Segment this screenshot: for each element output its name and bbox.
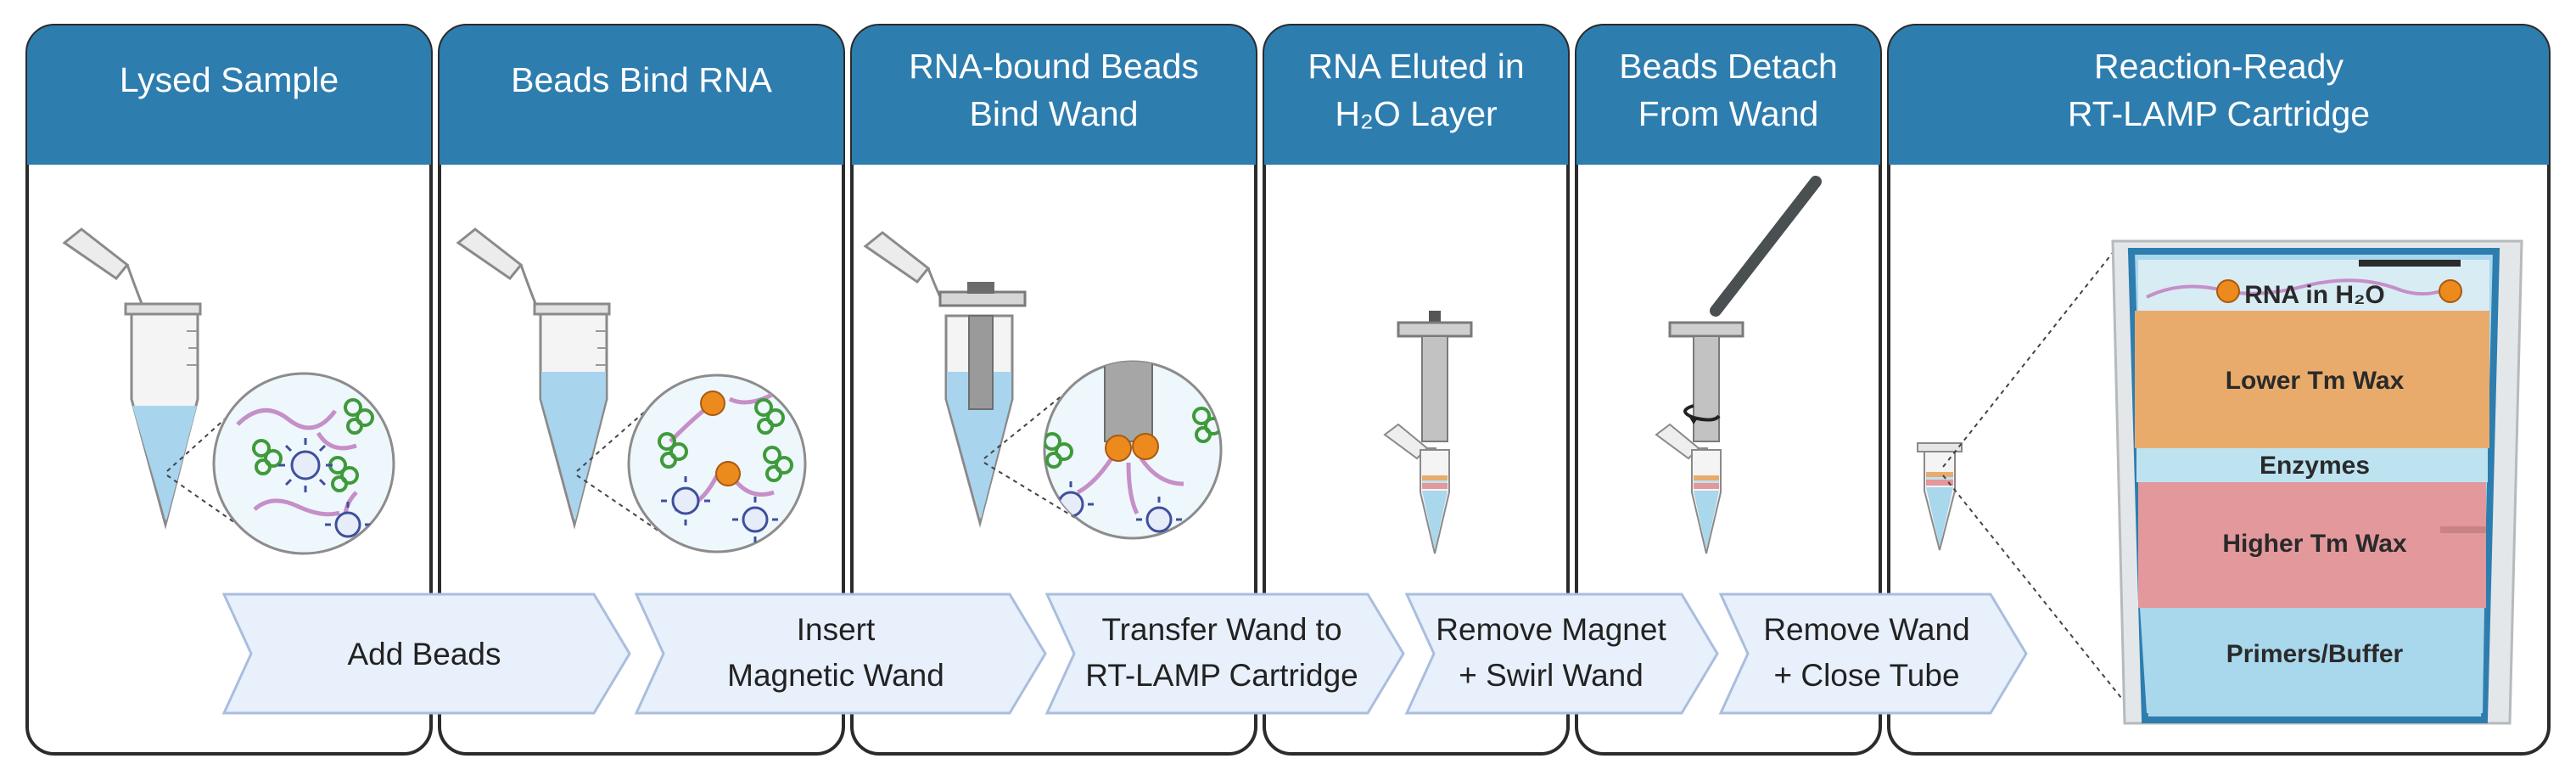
zoom-circle — [627, 374, 807, 553]
panel-header — [1889, 25, 2549, 165]
panel-title-line-1: RNA-bound Beads — [909, 47, 1199, 86]
microtube-icon — [863, 231, 1027, 528]
protein-icon — [344, 398, 374, 435]
layer-enzymes — [2136, 448, 2488, 482]
protein-icon — [763, 446, 793, 482]
layer-label-enzymes: Enzymes — [2260, 452, 2370, 480]
virus-icon — [278, 438, 333, 492]
bead-icon — [1132, 433, 1159, 460]
bead-icon — [700, 390, 725, 416]
panel-title-line-1: Reaction-Ready — [2094, 47, 2344, 86]
step-arrow-remove-wand: Remove Wand + Close Tube — [1718, 593, 2028, 715]
microtube-icon — [456, 228, 611, 530]
panel-beads-detach: Beads Detach From Wand — [1575, 24, 1882, 756]
wand-in-cartridge-icon — [1655, 321, 1744, 554]
protein-icon — [754, 398, 785, 435]
step-arrow-label: Add Beads — [347, 637, 501, 671]
rna-strand-icon — [1076, 457, 1114, 495]
layer-higher-tm-wax — [2138, 482, 2486, 608]
step-arrow-label-line-2: Magnetic Wand — [727, 658, 944, 693]
protein-icon — [1192, 407, 1221, 443]
rna-strand-icon — [253, 498, 340, 517]
protein-icon — [658, 432, 688, 469]
step-arrow-insert-wand: Insert Magnetic Wand — [634, 593, 1047, 715]
step-arrow-label-line-1: Remove Magnet — [1436, 612, 1666, 647]
panel-reaction-ready: Reaction-Ready RT-LAMP Cartridge R — [1887, 24, 2551, 756]
protein-icon — [252, 439, 283, 475]
protein-icon — [1044, 432, 1073, 469]
panel-rna-eluted: RNA Eluted in H₂O Layer — [1263, 24, 1570, 756]
step-arrow-add-beads: Add Beads — [221, 593, 631, 715]
step-arrow-label-line-1: Transfer Wand to — [1101, 612, 1341, 647]
microtube-icon — [62, 228, 202, 530]
layer-label-primers-buffer: Primers/Buffer — [2226, 640, 2404, 668]
panel-title-line-1: RNA Eluted in — [1308, 47, 1524, 86]
zoom-circle — [1043, 360, 1223, 540]
virus-icon — [1136, 497, 1182, 538]
cartridge-cross-section — [2111, 239, 2523, 725]
virus-icon — [661, 476, 710, 525]
step-arrow-transfer-wand: Transfer Wand to RT-LAMP Cartridge — [1044, 593, 1405, 715]
bead-icon — [2439, 279, 2462, 303]
panel-beads-bind-rna: Beads Bind RNA — [438, 24, 845, 756]
rna-strand-icon — [1126, 462, 1140, 515]
swirl-arrow-icon — [1683, 404, 1721, 422]
rna-strand-icon — [316, 431, 357, 451]
magnet-rod-icon — [1710, 176, 1822, 317]
rna-strand-icon — [236, 407, 338, 430]
bead-icon — [715, 461, 741, 486]
panel-title-line-2: Bind Wand — [969, 94, 1138, 133]
panel-title-line-2: From Wand — [1638, 94, 1819, 133]
zoom-guide — [166, 391, 255, 472]
zoom-guide — [983, 462, 1082, 522]
step-arrow-label-line-2: + Close Tube — [1773, 658, 1959, 693]
step-arrow-label-line-1: Remove Wand — [1763, 612, 1969, 647]
panel-title-line-2: H₂O Layer — [1335, 94, 1497, 133]
bead-icon — [2216, 279, 2240, 303]
panel-header — [27, 25, 431, 165]
zoom-circle — [212, 372, 395, 555]
panel-title-line-2: RT-LAMP Cartridge — [2068, 94, 2370, 133]
rna-strand-icon — [1139, 457, 1184, 486]
layer-lower-tm-wax — [2135, 311, 2489, 448]
panel-beads-bind-wand: RNA-bound Beads Bind Wand — [850, 24, 1257, 756]
step-arrow-label-line-1: Insert — [797, 612, 876, 647]
step-arrow-label-line-2: + Swirl Wand — [1459, 658, 1644, 693]
layer-label-lower-tm-wax: Lower Tm Wax — [2226, 367, 2405, 395]
layer-primers-buffer — [2140, 608, 2484, 713]
panel-title: Beads Bind RNA — [511, 60, 772, 99]
bead-icon — [1105, 435, 1132, 462]
panel-header — [1264, 25, 1568, 165]
zoom-guide — [1942, 475, 2136, 716]
virus-icon — [732, 497, 778, 542]
step-arrow-label-line-2: RT-LAMP Cartridge — [1085, 658, 1358, 693]
wand-icon — [968, 315, 994, 410]
step-arrow-remove-magnet: Remove Magnet + Swirl Wand — [1404, 593, 1719, 715]
panel-lysed-sample: Lysed Sample — [25, 24, 433, 756]
rna-strand-icon — [2146, 278, 2453, 299]
zoom-guide — [576, 391, 668, 472]
layer-label-rna-in-h2o: RNA in H₂O — [2244, 281, 2385, 309]
panel-title: Lysed Sample — [120, 60, 339, 99]
zoom-guide — [576, 475, 668, 537]
wand-in-cartridge-icon — [1383, 311, 1473, 554]
layer-label-higher-tm-wax: Higher Tm Wax — [2222, 530, 2407, 558]
wand-tip-icon — [1104, 362, 1153, 442]
panel-header — [440, 25, 843, 165]
rna-strand-icon — [728, 392, 774, 405]
panel-header — [852, 25, 1256, 165]
panel-header — [1576, 25, 1880, 165]
panel-title-line-1: Beads Detach — [1619, 47, 1838, 86]
small-cartridge-icon — [1917, 442, 1963, 551]
